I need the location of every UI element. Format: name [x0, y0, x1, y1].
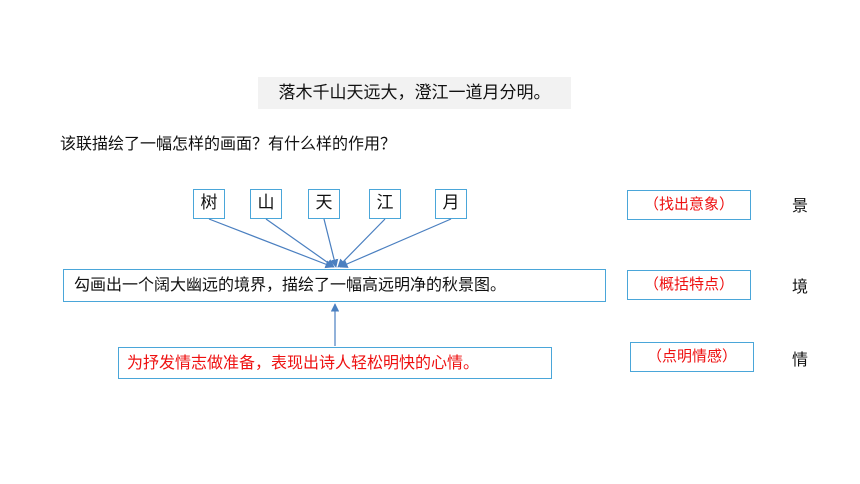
imagery-char-mountain: 山 — [250, 189, 282, 219]
imagery-char-moon: 月 — [435, 189, 467, 219]
scene-summary-box: 勾画出一个阔大幽远的境界，描绘了一幅高远明净的秋景图。 — [63, 269, 606, 302]
arrow-mountain — [265, 218, 335, 268]
poem-line: 落木千山天远大，澄江一道月分明。 — [258, 77, 571, 109]
side-char-emotion: 情 — [792, 350, 809, 369]
imagery-char-tree: 树 — [193, 189, 225, 219]
label-summarize-features: （概括特点） — [627, 270, 751, 300]
imagery-char-sky: 天 — [308, 189, 340, 219]
question-text: 该联描绘了一幅怎样的画面？有什么样的作用？ — [60, 134, 397, 153]
side-char-scene: 景 — [792, 196, 809, 215]
side-char-realm: 境 — [792, 277, 809, 296]
arrow-sky — [323, 218, 339, 268]
label-state-emotion: （点明情感） — [630, 342, 754, 372]
imagery-char-river: 江 — [369, 189, 401, 219]
label-find-imagery: （找出意象） — [627, 190, 751, 220]
emotion-box: 为抒发情志做准备，表现出诗人轻松明快的心情。 — [118, 347, 552, 379]
arrow-river — [337, 218, 386, 268]
arrow-moon — [339, 218, 452, 268]
arrow-tree — [208, 218, 334, 269]
